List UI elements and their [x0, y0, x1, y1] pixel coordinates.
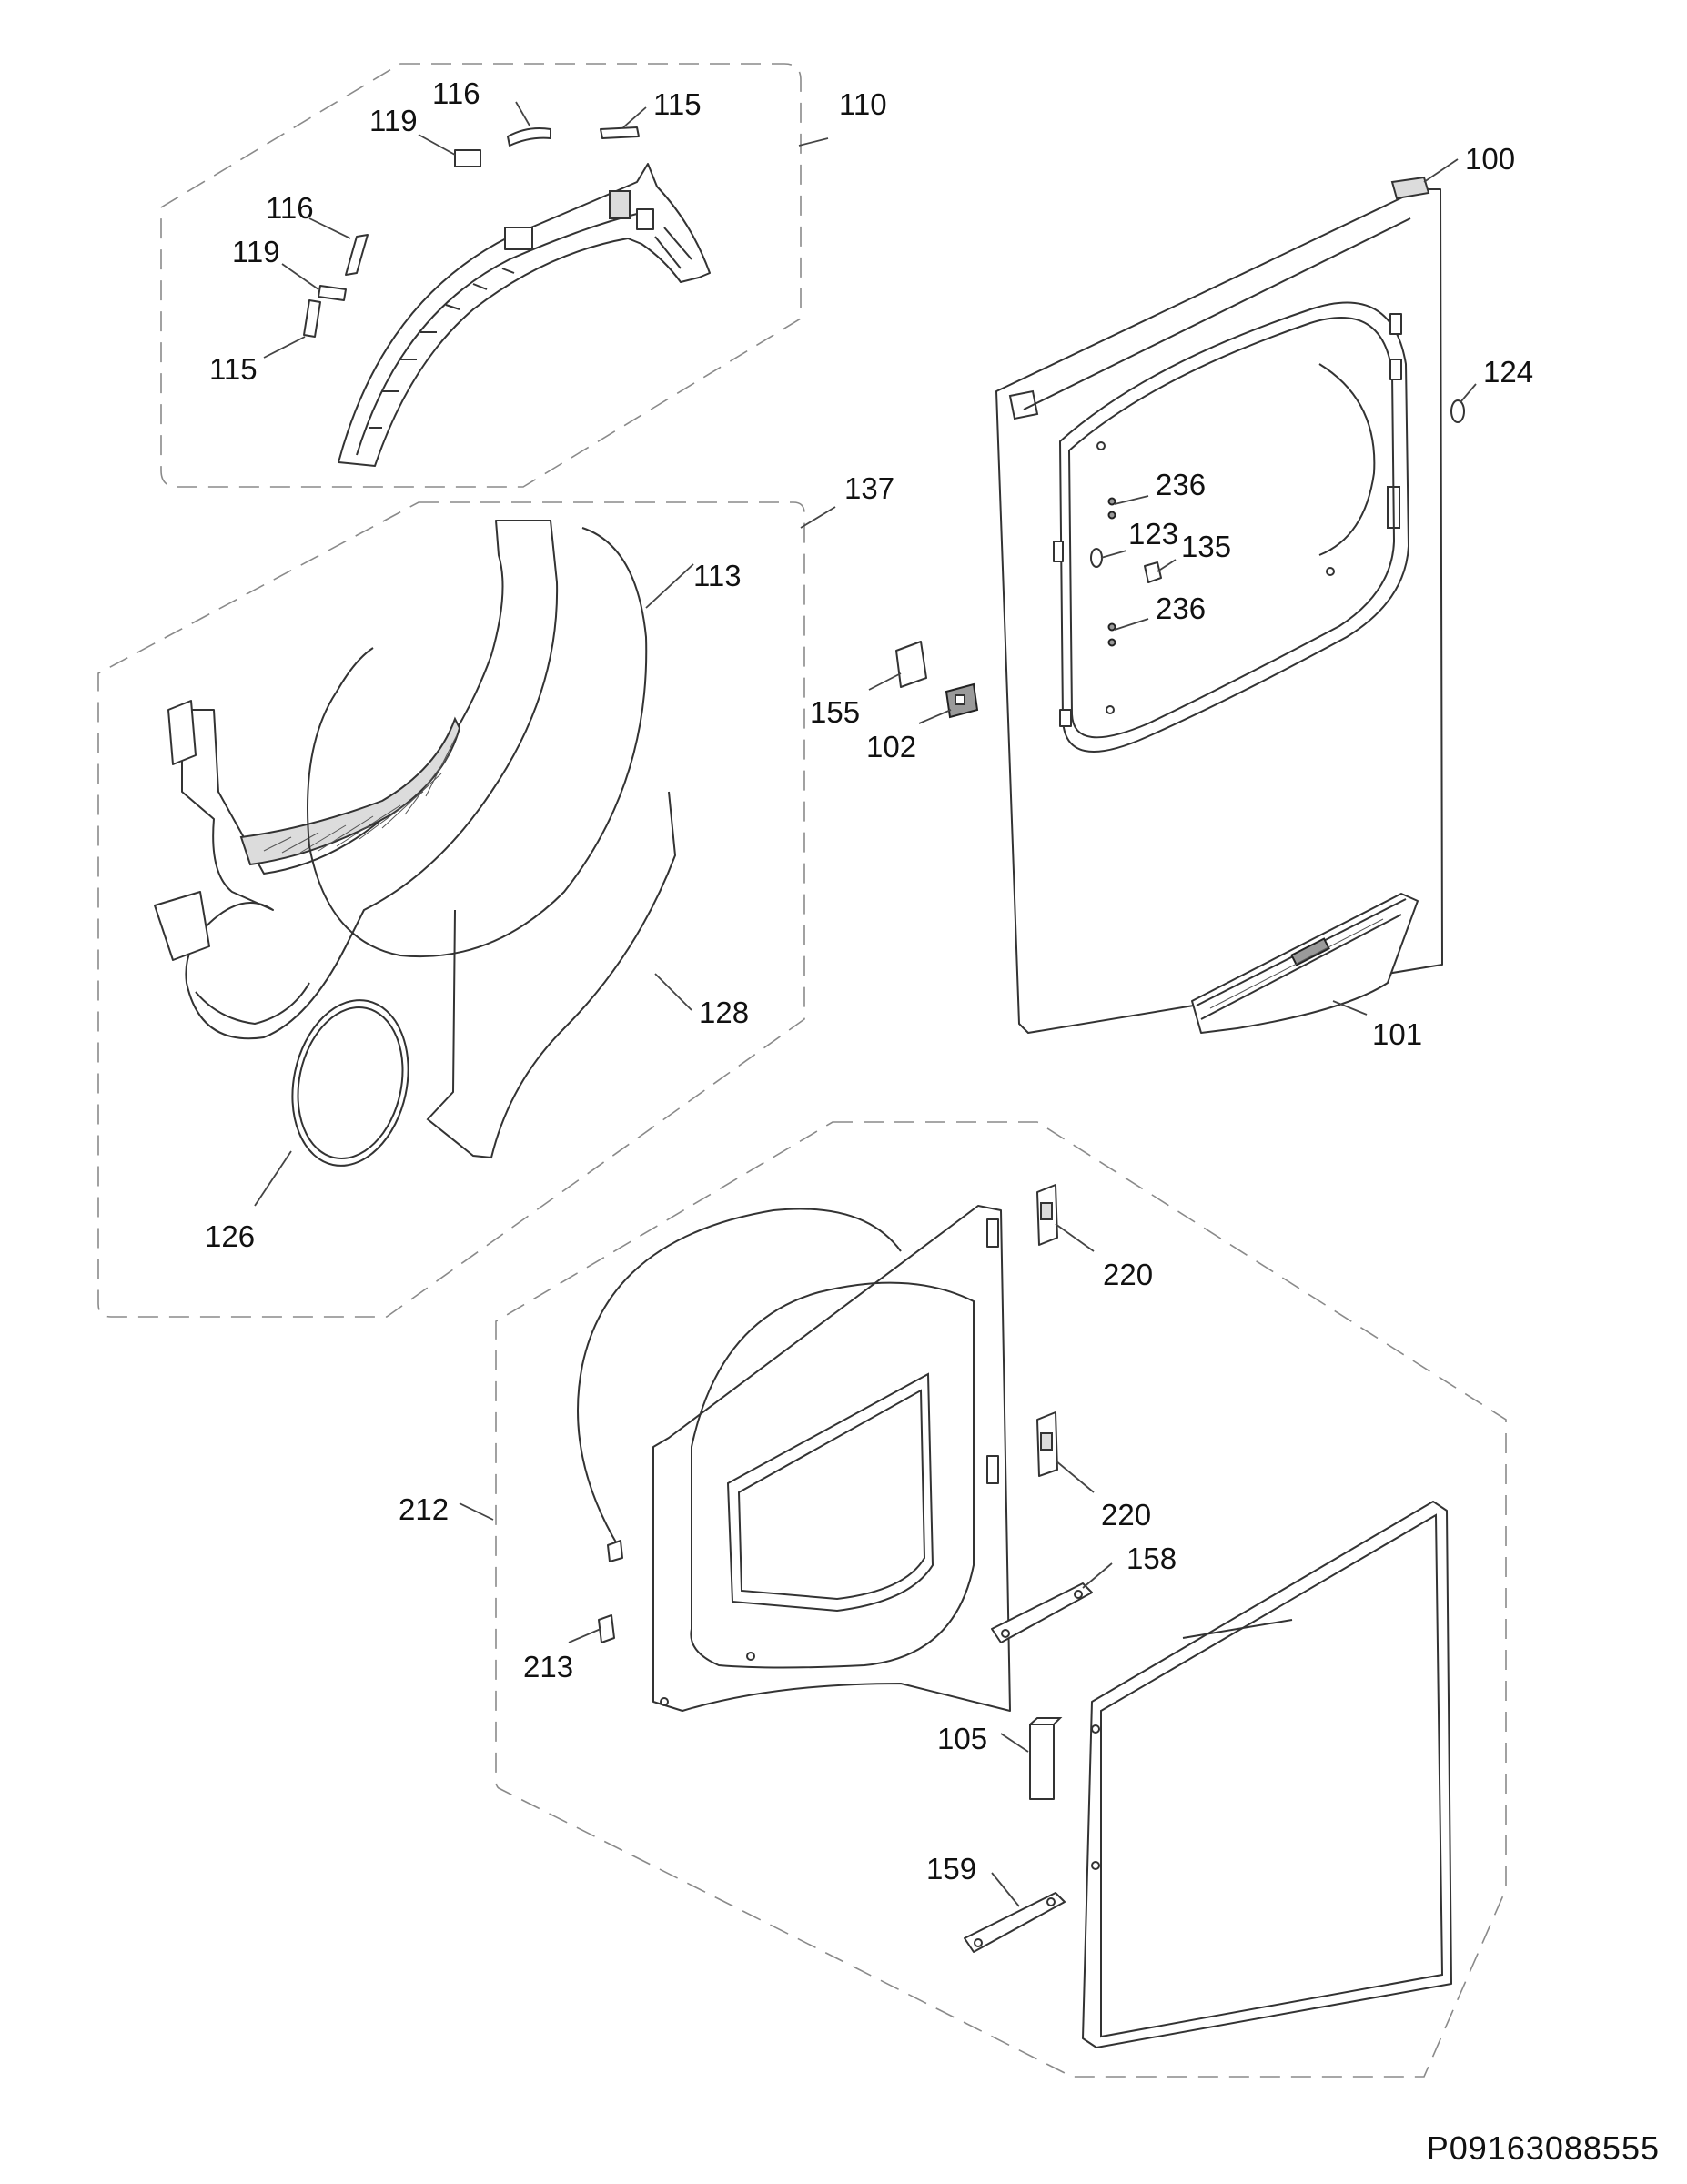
callout-115-top: 115 — [653, 87, 702, 121]
callout-123: 123 — [1128, 517, 1178, 551]
callout-105: 105 — [937, 1722, 987, 1755]
callout-220-top: 220 — [1103, 1258, 1153, 1291]
callout-137: 137 — [844, 471, 894, 505]
diagram-code: P09163088555 — [1426, 2129, 1660, 2167]
leader-lines — [254, 101, 1477, 1907]
hinge-220-bottom — [1036, 1411, 1058, 1477]
hinge-bracket-159 — [964, 1892, 1066, 1953]
callout-119-top: 119 — [369, 104, 418, 137]
callout-labels: 110 116 119 115 116 119 115 100 124 137 … — [205, 76, 1533, 1886]
hinge-220-top — [1036, 1184, 1058, 1246]
callout-213: 213 — [523, 1650, 573, 1684]
callout-101: 101 — [1372, 1017, 1422, 1051]
ring-seal-126 — [291, 999, 409, 1167]
group-110-outline — [160, 63, 802, 488]
callout-102: 102 — [866, 730, 916, 763]
front-panel — [995, 176, 1443, 1034]
door-gasket-outer — [577, 1208, 902, 1548]
callout-116-top: 116 — [432, 76, 480, 110]
front-bearing-bracket — [338, 163, 711, 467]
callout-128: 128 — [699, 996, 749, 1029]
clip-213 — [598, 1614, 615, 1643]
callout-158: 158 — [1126, 1542, 1177, 1575]
callout-110: 110 — [839, 87, 887, 121]
top-clip-116 — [507, 127, 551, 147]
callout-124: 124 — [1483, 355, 1533, 389]
block-105 — [1029, 1717, 1063, 1800]
screw-236-bottom — [1107, 622, 1116, 647]
callout-119-side: 119 — [232, 235, 280, 268]
side-clip-116 — [345, 234, 369, 276]
group-137-outline — [97, 501, 805, 1318]
side-pad-119 — [318, 285, 347, 301]
filter-housing-101 — [1191, 893, 1419, 1034]
door-switch-102 — [945, 682, 979, 719]
callout-155: 155 — [810, 695, 860, 729]
callout-126: 126 — [205, 1219, 255, 1253]
callout-135: 135 — [1181, 530, 1231, 563]
duct-assembly — [154, 520, 559, 1040]
lint-screen-mesh — [263, 734, 458, 854]
top-clip-115 — [600, 126, 640, 139]
duct-seal-113 — [307, 527, 648, 958]
callout-113: 113 — [693, 559, 742, 592]
hinge-bracket-158 — [991, 1582, 1093, 1643]
grommet-124 — [1450, 399, 1465, 423]
callout-100: 100 — [1465, 142, 1515, 176]
clip-gasket-end — [607, 1540, 623, 1562]
clip-135 — [1144, 561, 1162, 583]
lamp-123 — [1090, 548, 1103, 568]
callout-115-side: 115 — [209, 352, 258, 386]
callout-212: 212 — [399, 1492, 449, 1526]
inner-door-panel — [652, 1205, 1011, 1712]
callout-116-side: 116 — [266, 191, 314, 225]
top-pad-119 — [454, 149, 481, 167]
wire-seal-128 — [426, 791, 677, 1159]
screw-236-top — [1107, 497, 1116, 520]
outer-door-panel — [1082, 1501, 1452, 2048]
side-clip-115 — [303, 299, 321, 338]
callout-236-bottom: 236 — [1156, 592, 1206, 625]
callout-236-top: 236 — [1156, 468, 1206, 501]
callout-159: 159 — [926, 1852, 976, 1886]
switch-cover-155 — [895, 641, 927, 688]
callout-220-bottom: 220 — [1101, 1498, 1151, 1532]
group-212-outline — [495, 1121, 1507, 2078]
